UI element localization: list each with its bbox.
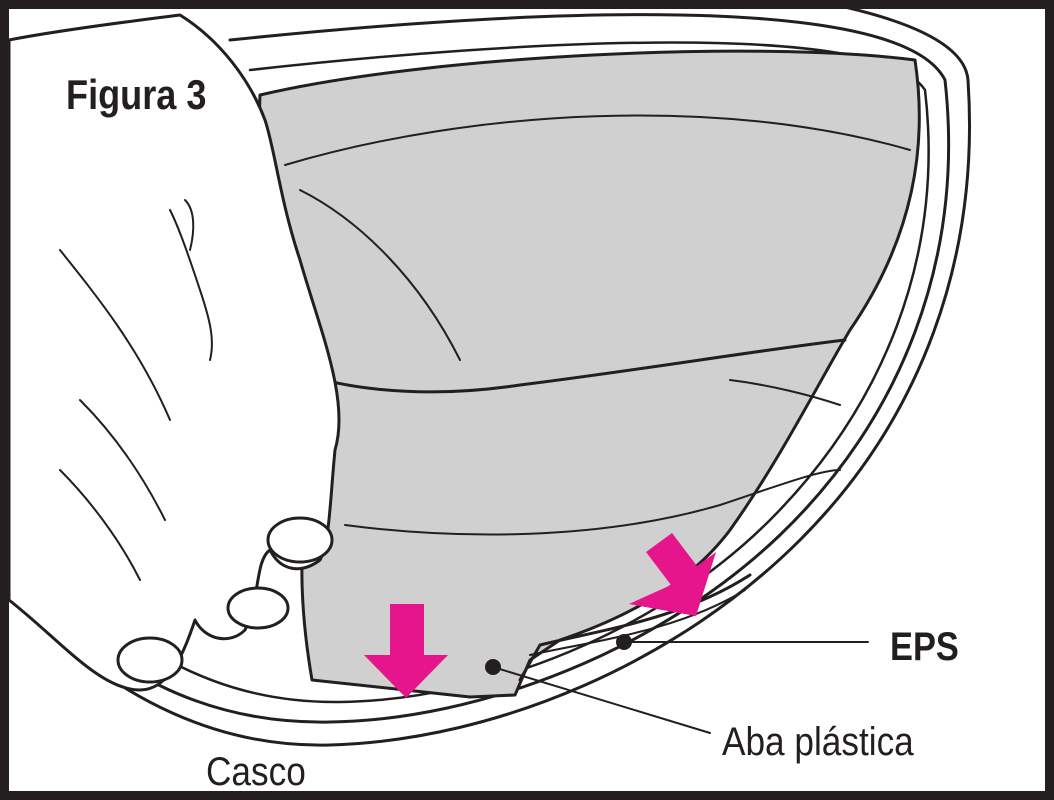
figure-title: Figura 3 bbox=[66, 74, 207, 116]
aba-plastica-label: Aba plástica bbox=[722, 722, 914, 762]
comfort-liner bbox=[259, 51, 919, 697]
eps-leader-dot bbox=[616, 634, 632, 650]
aba-leader-dot bbox=[485, 659, 501, 675]
eps-label: EPS bbox=[890, 627, 959, 667]
casco-label: Casco bbox=[206, 752, 306, 792]
